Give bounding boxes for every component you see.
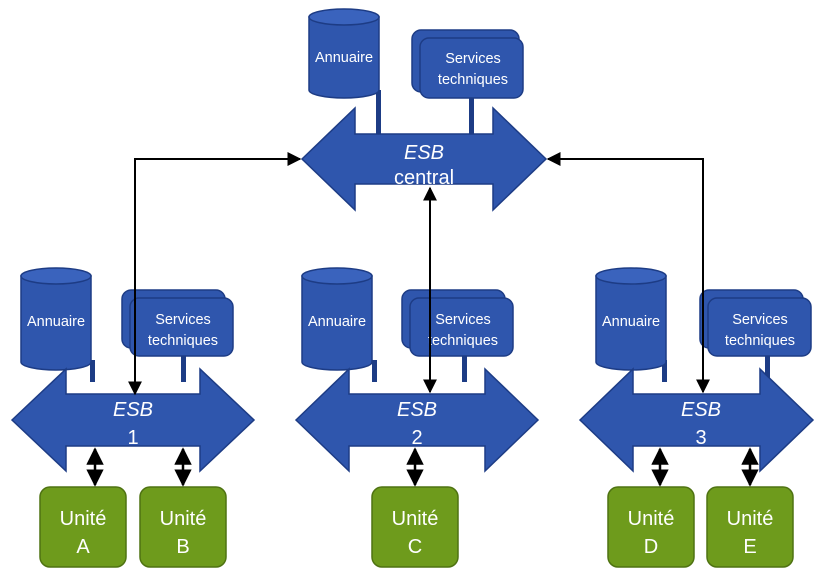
bus2-directory-stem [372,360,377,382]
unit-d-box [607,486,695,568]
bus1-esb-label: ESB [113,399,153,421]
unit-d-label-line1: Unité [628,508,675,530]
bus2-directory-label: Annuaire [308,314,366,330]
central-services-card [419,37,524,99]
bus3-esb-number: 3 [695,427,706,449]
unit-a-label-line2: A [76,536,90,558]
unit-a-label-line1: Unité [60,508,107,530]
unit-d-label-line2: D [644,536,658,558]
unit-e-label-line1: Unité [727,508,774,530]
bus1-directory-stem [90,360,95,382]
bus1-directory-label: Annuaire [27,314,85,330]
bus3-services-label-line1: Services [732,312,788,328]
unit-c-label-line2: C [408,536,422,558]
bus1-esb-number: 1 [127,427,138,449]
central-services-label-line2: techniques [438,72,508,88]
unit-c-label-line1: Unité [392,508,439,530]
bus2-services-stem [462,352,467,382]
bus3-services-label-line2: techniques [725,333,795,349]
connector-esb1-central [128,152,302,396]
bus1-services-label-line1: Services [155,312,211,328]
bus2-services-label-line1: Services [435,312,491,328]
bus2-esb-number: 2 [411,427,422,449]
central-directory-stem [376,90,381,135]
unit-b-label-line2: B [176,536,189,558]
bus2-services-label-line2: techniques [428,333,498,349]
bus2-esb-arrow [294,367,540,473]
central-services-stem [469,96,474,134]
unit-b-box [139,486,227,568]
bus2-esb-label: ESB [397,399,437,421]
bus1-services-label-line2: techniques [148,333,218,349]
central-directory-database-icon [308,8,380,99]
unit-c-box [371,486,459,568]
central-esb-label: ESB [404,142,444,164]
unit-e-box [706,486,794,568]
connector-esb3-central [546,152,710,394]
bus2-directory-database-icon [301,267,373,371]
central-directory-label: Annuaire [315,50,373,66]
unit-a-box [39,486,127,568]
unit-b-label-line1: Unité [160,508,207,530]
bus1-directory-database-icon [20,267,92,371]
bus3-directory-label: Annuaire [602,314,660,330]
bus3-services-stem [765,352,770,382]
bus3-esb-label: ESB [681,399,721,421]
central-esb-arrow [300,106,548,212]
central-services-label-line1: Services [445,51,501,67]
central-esb-sublabel: central [394,167,454,189]
unit-e-label-line2: E [743,536,756,558]
